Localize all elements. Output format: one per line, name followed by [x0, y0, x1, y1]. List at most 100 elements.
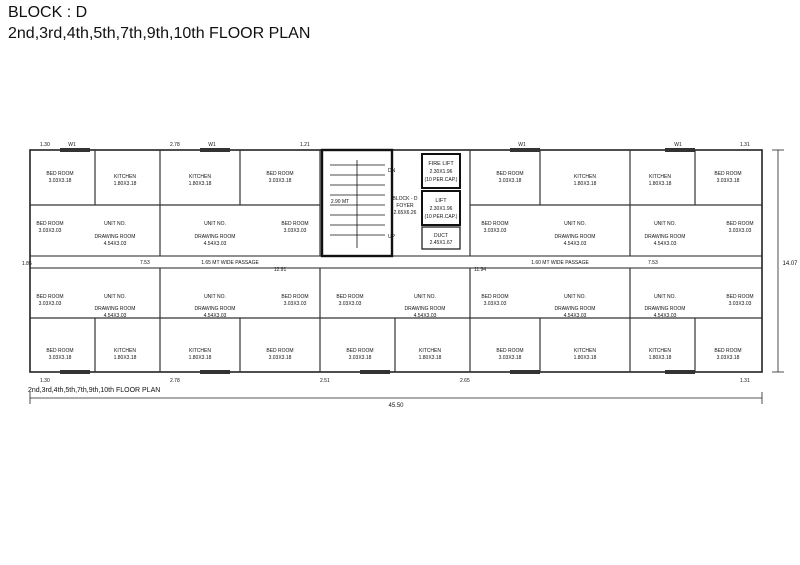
unit-label: UNIT NO.: [414, 294, 436, 300]
kitchen-dimension: 1.80X3.18: [649, 355, 672, 361]
dimension-label: 1.31: [740, 378, 750, 384]
kitchen-label: KITCHEN: [574, 174, 596, 180]
unit-label: UNIT NO.: [204, 221, 226, 227]
overall-dimension: [29, 149, 784, 404]
drawing-room-label: DRAWING ROOM: [195, 234, 236, 240]
bedroom-dimension: 3.03X3.03: [729, 301, 752, 307]
foyer-label: FOYER: [396, 203, 414, 209]
kitchen-label: KITCHEN: [189, 348, 211, 354]
bedroom-label: BED ROOM: [496, 348, 523, 354]
fire-lift-label: FIRE LIFT: [428, 161, 454, 167]
kitchen-dimension: 1.80X3.18: [574, 181, 597, 187]
kitchen-dimension: 1.80X3.18: [189, 181, 212, 187]
bedroom-label: BED ROOM: [726, 294, 753, 300]
drawing-room-label: DRAWING ROOM: [95, 234, 136, 240]
drawing-room-dimension: 4.54X3.03: [104, 313, 127, 319]
kitchen-label: KITCHEN: [574, 348, 596, 354]
bedroom-dimension: 3.03X3.03: [284, 301, 307, 307]
bedroom-dimension: 3.03X3.18: [349, 355, 372, 361]
bedroom-dimension: 3.03X3.18: [269, 178, 292, 184]
bedroom-label: BED ROOM: [46, 171, 73, 177]
drawing-room-dimension: 4.54X3.03: [654, 241, 677, 247]
bedroom-label: BED ROOM: [726, 221, 753, 227]
bedroom-label: BED ROOM: [714, 171, 741, 177]
drawing-room-label: DRAWING ROOM: [555, 306, 596, 312]
passage-right-length: 11.94: [474, 267, 486, 273]
window-label: W1: [674, 142, 682, 148]
kitchen-dimension: 1.80X3.18: [649, 181, 672, 187]
unit-label: UNIT NO.: [104, 294, 126, 300]
building-outline: [29, 149, 763, 373]
unit-label: UNIT NO.: [204, 294, 226, 300]
kitchen-dimension: 1.80X3.18: [114, 355, 137, 361]
drawing-room-dimension: 4.54X3.03: [104, 241, 127, 247]
drawing-room-dimension: 4.54X3.03: [564, 241, 587, 247]
bedroom-label: BED ROOM: [281, 294, 308, 300]
dimension-label: 1.85: [22, 261, 32, 267]
fire-lift-dimension: 2.30X1.96: [430, 169, 453, 175]
passage-right-label: 1.60 MT WIDE PASSAGE: [531, 260, 589, 266]
dimension-label: 2.65: [460, 378, 470, 384]
core: [320, 148, 461, 258]
bedroom-dimension: 3.03X3.18: [49, 355, 72, 361]
stair-down-label: DN: [388, 168, 396, 174]
bedroom-dimension: 3.03X3.03: [39, 301, 62, 307]
overall-width-label: 45.50: [388, 403, 404, 409]
bedroom-dimension: 3.03X3.18: [717, 355, 740, 361]
kitchen-dimension: 1.80X3.18: [114, 181, 137, 187]
bedroom-label: BED ROOM: [36, 221, 63, 227]
drawing-room-dimension: 4.54X3.03: [204, 313, 227, 319]
fire-lift-capacity: (10 PER.CAP.): [425, 177, 458, 183]
kitchen-label: KITCHEN: [114, 174, 136, 180]
unit-label: UNIT NO.: [564, 294, 586, 300]
bedroom-dimension: 3.03X3.18: [499, 178, 522, 184]
drawing-room-label: DRAWING ROOM: [645, 234, 686, 240]
plan-caption: 2nd,3rd,4th,5th,7th,9th,10th FLOOR PLAN: [28, 387, 160, 394]
kitchen-label: KITCHEN: [649, 348, 671, 354]
bedroom-dimension: 3.03X3.18: [269, 355, 292, 361]
dimension-label: 2.51: [320, 378, 330, 384]
lift-label: LIFT: [435, 198, 447, 204]
bedroom-label: BED ROOM: [481, 221, 508, 227]
bedroom-label: BED ROOM: [46, 348, 73, 354]
unit-label: UNIT NO.: [564, 221, 586, 227]
dimension-label: 1.30: [40, 378, 50, 384]
bedroom-dimension: 3.03X3.18: [49, 178, 72, 184]
kitchen-label: KITCHEN: [114, 348, 136, 354]
bedroom-label: BED ROOM: [266, 171, 293, 177]
window-label: W1: [518, 142, 526, 148]
bedroom-label: BED ROOM: [266, 348, 293, 354]
kitchen-dimension: 1.80X3.18: [574, 355, 597, 361]
foyer-dimension: 2.65X6.26: [394, 210, 417, 216]
bedroom-dimension: 3.03X3.18: [717, 178, 740, 184]
kitchen-label: KITCHEN: [649, 174, 671, 180]
bedroom-dimension: 3.03X3.18: [499, 355, 522, 361]
bedroom-label: BED ROOM: [496, 171, 523, 177]
bedroom-label: BED ROOM: [346, 348, 373, 354]
dimension-label: 1.21: [300, 142, 310, 148]
stair-up-label: UP: [388, 234, 396, 240]
dimension-label: 2.78: [170, 378, 180, 384]
bedroom-dimension: 3.03X3.03: [39, 228, 62, 234]
passage-left-length: 12.91: [274, 267, 287, 273]
drawing-room-dimension: 4.54X3.03: [564, 313, 587, 319]
bedroom-label: BED ROOM: [281, 221, 308, 227]
stair-width-label: 2.90 MT: [331, 199, 349, 205]
kitchen-dimension: 1.80X3.18: [419, 355, 442, 361]
kitchen-label: KITCHEN: [419, 348, 441, 354]
kitchen-dimension: 1.80X3.18: [189, 355, 212, 361]
block-title: BLOCK : D: [8, 4, 88, 21]
kitchen-label: KITCHEN: [189, 174, 211, 180]
dimension-label: 7.53: [140, 260, 150, 266]
drawing-room-dimension: 4.54X3.03: [204, 241, 227, 247]
dimension-label: 1.31: [740, 142, 750, 148]
bedroom-label: BED ROOM: [336, 294, 363, 300]
duct-dimension: 2.45X1.67: [430, 240, 453, 246]
drawing-room-label: DRAWING ROOM: [195, 306, 236, 312]
dimension-label: 2.78: [170, 142, 180, 148]
drawing-room-dimension: 4.54X3.03: [414, 313, 437, 319]
bedroom-dimension: 3.03X3.03: [484, 301, 507, 307]
bedroom-label: BED ROOM: [714, 348, 741, 354]
floor-plan-title: 2nd,3rd,4th,5th,7th,9th,10th FLOOR PLAN: [8, 25, 311, 42]
unit-label: UNIT NO.: [654, 294, 676, 300]
